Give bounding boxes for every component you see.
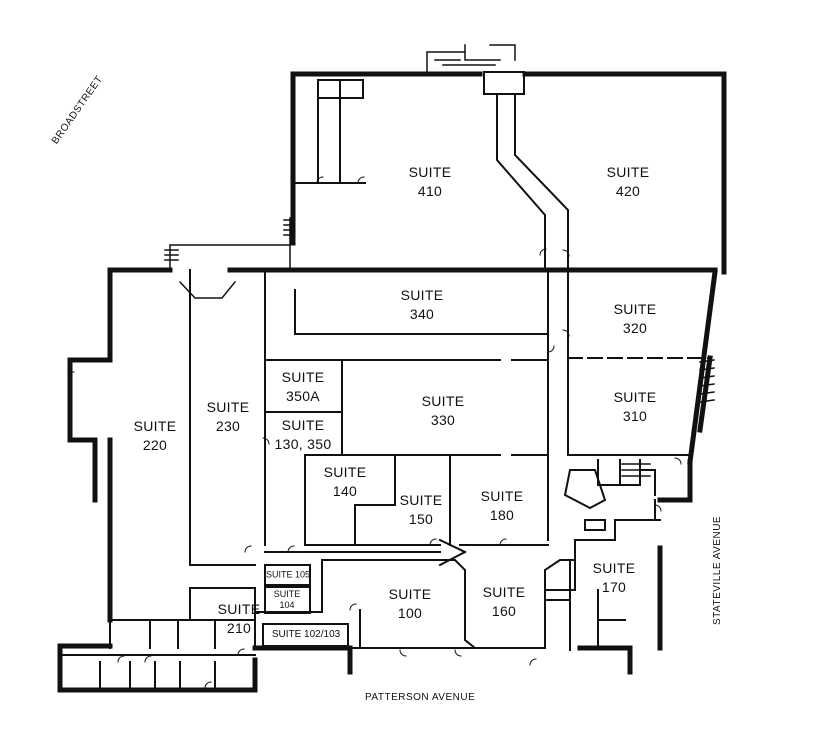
suite-210-title: SUITE bbox=[217, 601, 261, 617]
suite-140-number: 140 bbox=[332, 483, 358, 499]
suite-105-text: SUITE 105 bbox=[265, 569, 311, 580]
suite-140-title: SUITE bbox=[323, 464, 367, 480]
suite-410-label: SUITE 410 bbox=[409, 163, 452, 201]
suite-160-title: SUITE bbox=[482, 584, 526, 600]
suite-320-number: 320 bbox=[622, 320, 648, 336]
street-label-stateville: STATEVILLE AVENUE bbox=[712, 515, 723, 625]
exterior-walls bbox=[57, 71, 727, 693]
suite-180-title: SUITE bbox=[480, 488, 524, 504]
suite-420-number: 420 bbox=[615, 183, 641, 199]
suite-210-number: 210 bbox=[226, 620, 252, 636]
suite-410-number: 410 bbox=[417, 183, 443, 199]
suite-220-number: 220 bbox=[142, 437, 168, 453]
suite-340-label: SUITE 340 bbox=[401, 286, 444, 324]
suite-230-number: 230 bbox=[215, 418, 241, 434]
suite-140-label: SUITE 140 bbox=[324, 463, 367, 501]
suite-320-title: SUITE bbox=[613, 301, 657, 317]
suite-130-350-number: 130, 350 bbox=[274, 436, 332, 452]
suite-100-label: SUITE 100 bbox=[389, 585, 432, 623]
suite-330-title: SUITE bbox=[421, 393, 465, 409]
street-label-patterson: PATTERSON AVENUE bbox=[365, 692, 476, 703]
suite-310-label: SUITE 310 bbox=[614, 388, 657, 426]
suite-350a-number: 350A bbox=[286, 388, 320, 404]
suite-150-title: SUITE bbox=[399, 492, 443, 508]
suite-230-title: SUITE bbox=[206, 399, 250, 415]
suite-160-number: 160 bbox=[491, 603, 517, 619]
suite-230-label: SUITE 230 bbox=[207, 398, 250, 436]
suite-105-label: SUITE 105 bbox=[266, 570, 310, 581]
suite-130-350-label: SUITE 130, 350 bbox=[275, 416, 332, 454]
suite-420-title: SUITE bbox=[606, 164, 650, 180]
suite-104-number: 104 bbox=[279, 600, 295, 610]
suite-350a-title: SUITE bbox=[281, 369, 325, 385]
suite-170-label: SUITE 170 bbox=[593, 559, 636, 597]
suite-220-label: SUITE 220 bbox=[134, 417, 177, 455]
suite-100-number: 100 bbox=[397, 605, 423, 621]
entry-features bbox=[164, 44, 715, 477]
suite-160-label: SUITE 160 bbox=[483, 583, 526, 621]
suite-170-number: 170 bbox=[601, 579, 627, 595]
suite-102-103-text: SUITE 102/103 bbox=[271, 629, 341, 640]
suite-330-label: SUITE 330 bbox=[422, 392, 465, 430]
suite-104-label: SUITE 104 bbox=[274, 589, 301, 611]
suite-410-title: SUITE bbox=[408, 164, 452, 180]
suite-340-title: SUITE bbox=[400, 287, 444, 303]
suite-100-title: SUITE bbox=[388, 586, 432, 602]
suite-180-number: 180 bbox=[489, 507, 515, 523]
suite-102-103-label: SUITE 102/103 bbox=[272, 629, 340, 641]
suite-350a-label: SUITE 350A bbox=[282, 368, 325, 406]
suite-170-title: SUITE bbox=[592, 560, 636, 576]
suite-104-title: SUITE bbox=[273, 589, 301, 599]
suite-340-number: 340 bbox=[409, 306, 435, 322]
suite-130-350-title: SUITE bbox=[281, 417, 325, 433]
suite-310-number: 310 bbox=[622, 408, 648, 424]
suite-330-number: 330 bbox=[430, 412, 456, 428]
interior-walls bbox=[61, 71, 711, 689]
suite-150-number: 150 bbox=[408, 511, 434, 527]
suite-420-label: SUITE 420 bbox=[607, 163, 650, 201]
door-swings bbox=[67, 176, 682, 689]
suite-210-label: SUITE 210 bbox=[218, 600, 261, 638]
suite-320-label: SUITE 320 bbox=[614, 300, 657, 338]
suite-310-title: SUITE bbox=[613, 389, 657, 405]
suite-150-label: SUITE 150 bbox=[400, 491, 443, 529]
suite-180-label: SUITE 180 bbox=[481, 487, 524, 525]
suite-220-title: SUITE bbox=[133, 418, 177, 434]
